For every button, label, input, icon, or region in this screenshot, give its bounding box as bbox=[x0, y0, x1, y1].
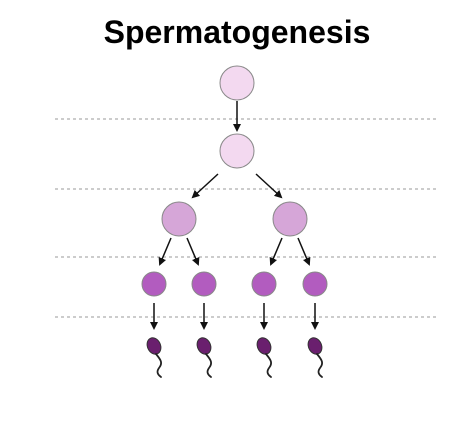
sperm-cell bbox=[146, 337, 163, 378]
division-arrow bbox=[186, 237, 200, 266]
division-arrow bbox=[191, 173, 219, 199]
sperm-cell bbox=[196, 337, 213, 378]
spermatid-cell bbox=[191, 271, 217, 297]
spermatid-cell bbox=[302, 271, 328, 297]
secondary-spermatocyte-cell bbox=[161, 201, 197, 237]
spermatid-cell bbox=[251, 271, 277, 297]
sperm-cell bbox=[307, 337, 324, 378]
division-arrow bbox=[269, 237, 283, 266]
spermatid-cell bbox=[141, 271, 167, 297]
division-arrow bbox=[255, 173, 283, 199]
page-title: Spermatogenesis bbox=[103, 14, 371, 50]
secondary-spermatocyte-cell bbox=[272, 201, 308, 237]
division-arrow bbox=[158, 237, 172, 266]
spermatogonium-cell bbox=[219, 65, 255, 101]
sperm-cell bbox=[256, 337, 273, 378]
division-arrow bbox=[297, 237, 311, 266]
primary-spermatocyte-cell bbox=[219, 133, 255, 169]
